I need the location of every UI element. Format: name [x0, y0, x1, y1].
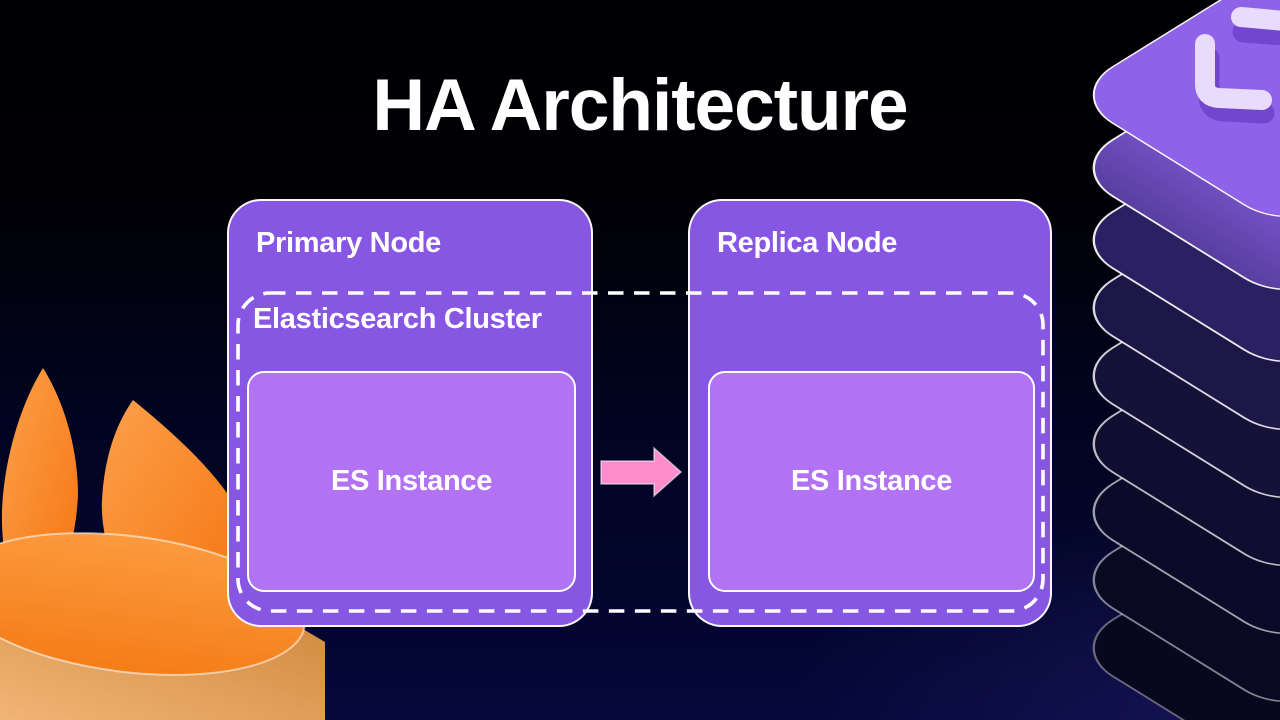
replica-es-instance-box: ES Instance	[708, 371, 1035, 592]
stacked-layers-3d-illustration	[1092, 0, 1280, 720]
slide-title: HA Architecture	[372, 65, 908, 146]
replica-node-box: Replica Node ES Instance	[688, 199, 1052, 627]
replica-es-instance-label: ES Instance	[790, 465, 953, 497]
primary-es-instance-box: ES Instance	[247, 371, 576, 592]
cluster-label: Elasticsearch Cluster	[253, 303, 542, 335]
orange-flower-3d-illustration	[0, 368, 325, 720]
bracket-glyphs-icon	[1195, 7, 1280, 124]
primary-node-box: Primary Node ES Instance	[227, 199, 593, 627]
primary-node-label: Primary Node	[256, 227, 441, 259]
primary-es-instance-label: ES Instance	[330, 465, 493, 497]
replica-node-label: Replica Node	[717, 227, 898, 259]
